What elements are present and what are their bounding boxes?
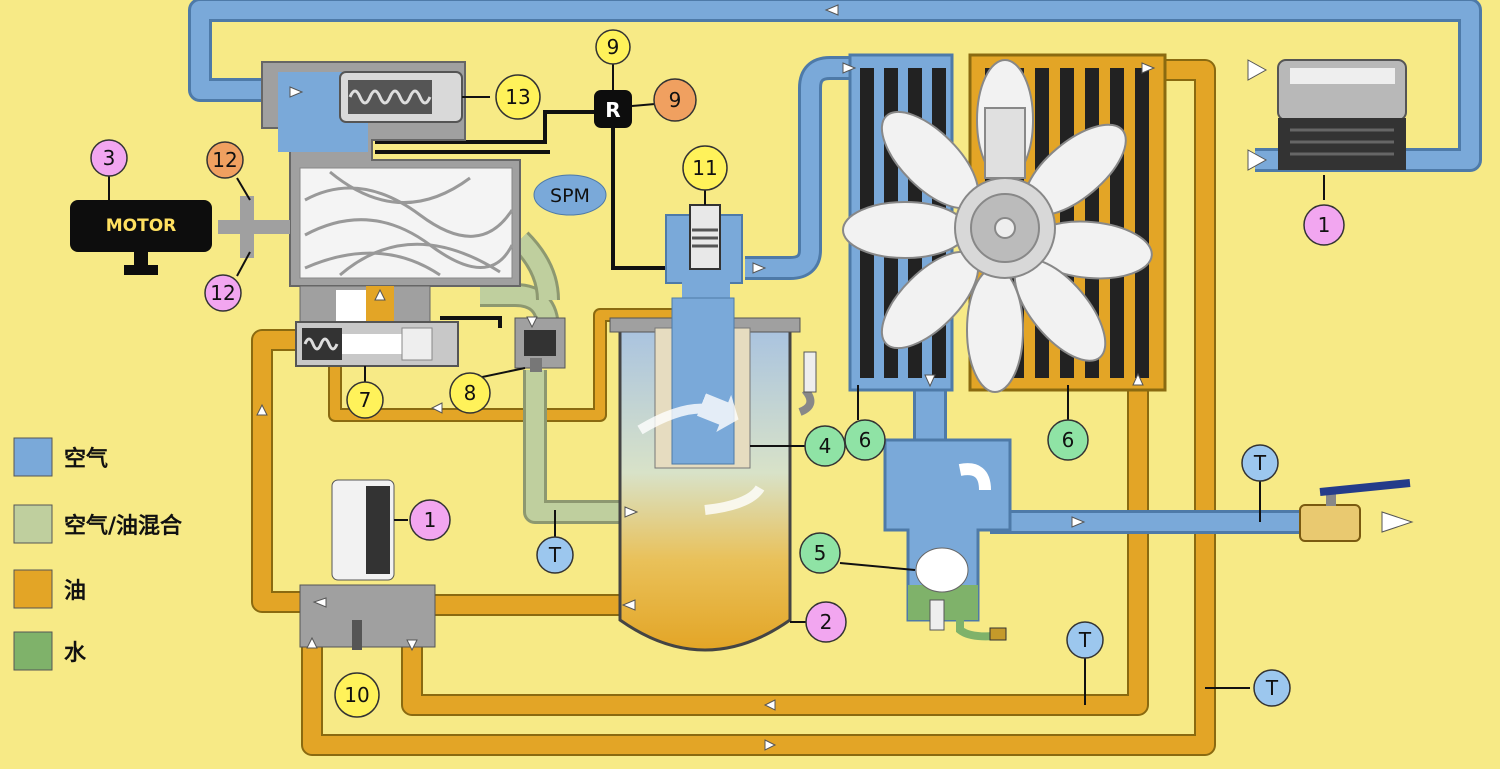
temp-marker-outlet: T [1241,444,1279,482]
svg-text:6: 6 [859,428,872,452]
svg-text:10: 10 [344,683,369,707]
regulator-label: R [605,98,620,122]
marker-2: 2 [805,601,847,643]
pressure-regulator: R [594,90,632,128]
temp-marker-oil-cooler: T [1253,669,1291,707]
legend-label-mixture: 空气/油混合 [64,513,183,539]
oil-stop-valve-7 [295,285,459,367]
marker-12-bottom: 12 [204,274,242,312]
marker-8: 8 [449,372,491,414]
separator-tank [609,297,817,652]
svg-text:6: 6 [1062,428,1075,452]
legend-item-oil: 油 [13,569,86,609]
marker-11: 11 [682,145,728,191]
control-lines [375,110,670,328]
svg-text:2: 2 [820,610,833,634]
marker-12-top: 12 [206,141,244,179]
intake-valve-13 [339,71,463,123]
svg-text:5: 5 [814,541,827,565]
marker-9-right: 9 [653,78,697,122]
legend-label-oil: 油 [64,579,86,604]
svg-text:9: 9 [669,88,682,112]
oil-filter [299,479,436,650]
outlet-ball-valve [1299,479,1411,542]
marker-13: 13 [495,74,541,120]
legend-label-water: 水 [64,641,87,666]
svg-text:T: T [548,543,562,567]
svg-text:12: 12 [210,281,235,305]
temp-marker-oil-return: T [1066,621,1104,659]
marker-5: 5 [799,532,841,574]
spm-sensor: SPM [533,174,607,216]
minimum-pressure-valve-11 [665,204,743,306]
motor: MOTOR [70,196,290,275]
svg-text:13: 13 [505,85,530,109]
marker-6-right: 6 [1047,419,1089,461]
marker-3: 3 [90,139,128,177]
svg-text:7: 7 [359,388,372,412]
marker-9-top: 9 [595,29,631,65]
legend-item-mixture: 空气/油混合 [13,504,183,544]
marker-7: 7 [346,381,384,419]
legend-item-water: 水 [13,631,87,671]
water-separator [883,438,1012,641]
motor-label: MOTOR [106,216,177,236]
svg-text:4: 4 [819,434,832,458]
svg-text:11: 11 [692,156,717,180]
intake-air-filter [1277,59,1407,170]
svg-text:9: 9 [607,35,620,59]
svg-text:12: 12 [212,148,237,172]
markers: 3 12 12 13 9 9 11 4 6 6 1 1 2 5 7 8 10 T… [90,29,1345,718]
svg-text:1: 1 [424,508,437,532]
marker-10: 10 [334,672,380,718]
cooling-fan [842,59,1153,393]
svg-text:1: 1 [1318,213,1331,237]
legend-item-air: 空气 [13,437,108,477]
legend: 空气 空气/油混合 油 水 [13,437,183,671]
marker-1-oil-filter: 1 [409,499,451,541]
marker-leaders [108,60,1325,705]
legend-label-air: 空气 [64,446,108,472]
svg-text:T: T [1078,628,1092,652]
marker-1-air-filter: 1 [1303,204,1345,246]
svg-text:T: T [1265,676,1279,700]
temp-marker-mixture: T [536,536,574,574]
marker-6-left: 6 [844,419,886,461]
mixture-pipes [480,231,625,524]
flow-arrows [256,4,1414,751]
spm-label: SPM [550,185,590,207]
marker-4: 4 [804,425,846,467]
svg-text:8: 8 [464,381,477,405]
thermostatic-valve-8 [514,317,566,372]
svg-text:T: T [1253,451,1267,475]
svg-text:3: 3 [103,146,116,170]
